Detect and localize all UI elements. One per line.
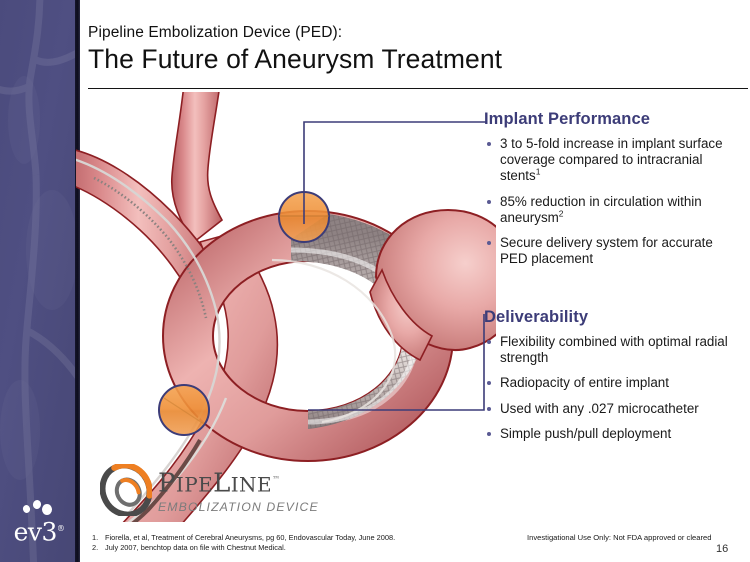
sidebar-edge-divider: [75, 0, 80, 562]
footnote-2: 2. July 2007, benchtop data on file with …: [92, 543, 395, 553]
footnote-ref: 1: [535, 166, 541, 177]
bullet-item: 85% reduction in circulation within aneu…: [484, 194, 742, 226]
ev3-dot-medium: [32, 499, 42, 510]
vessel-main-trunk: [122, 231, 279, 522]
pipeline-name-ine: INE: [230, 472, 272, 497]
magnifier-callout-top[interactable]: [278, 191, 330, 243]
ev3-logo: ev3®: [6, 499, 72, 548]
sidebar-watermark-vessel: [0, 0, 76, 562]
guidewire-coil: [93, 176, 208, 319]
bullet-list-implant-performance: 3 to 5-fold increase in implant surface …: [484, 136, 742, 267]
callout-heading-implant-performance: Implant Performance: [484, 110, 651, 128]
footnote-ref: 2: [558, 208, 564, 219]
sidebar: ev3®: [0, 0, 76, 562]
ev3-wordmark-text: ev3: [13, 517, 58, 547]
footnote-2-number: 2.: [92, 542, 99, 552]
bullet-item: Radiopacity of entire implant: [484, 375, 742, 391]
bullet-list-deliverability: Flexibility combined with optimal radial…: [484, 334, 742, 442]
guidewire: [76, 158, 221, 517]
ev3-registered-mark: ®: [56, 524, 65, 533]
catheter-tip-radiopaque: [131, 438, 202, 522]
footnotes: 1. Fiorella, et al, Treatment of Cerebral…: [92, 533, 395, 552]
title-divider: [88, 88, 748, 89]
bullet-text: Simple push/pull deployment: [500, 425, 672, 441]
page-title: The Future of Aneurysm Treatment: [88, 44, 503, 74]
bullet-item: 3 to 5-fold increase in implant surface …: [484, 136, 742, 185]
footnote-1-text: Fiorella, et al, Treatment of Cerebral A…: [105, 533, 396, 542]
ev3-dots-icon: [6, 499, 72, 516]
pipeline-subtitle: EMBOLIZATION DEVICE: [158, 499, 319, 514]
pipeline-wordmark: PIPELINE™ EMBOLIZATION DEVICE: [158, 466, 319, 514]
page-number: 16: [716, 543, 729, 555]
callout-deliverability: Deliverability Flexibility combined with…: [484, 308, 742, 451]
bullet-text: 3 to 5-fold increase in implant surface …: [500, 136, 723, 184]
ev3-dot-small: [21, 504, 32, 514]
pipeline-logo: PIPELINE™ EMBOLIZATION DEVICE: [100, 462, 330, 518]
pipeline-name-l: L: [213, 468, 231, 499]
bullet-text: Radiopacity of entire implant: [500, 375, 669, 391]
footnote-1: 1. Fiorella, et al, Treatment of Cerebral…: [92, 533, 395, 543]
aneurysm-illustration: [76, 92, 496, 522]
bullet-text: Flexibility combined with optimal radial…: [500, 334, 728, 366]
pipeline-swirl-icon: [100, 464, 152, 516]
pipeline-name-ipe: IPE: [175, 472, 214, 497]
slide-kicker: Pipeline Embolization Device (PED):: [88, 24, 343, 41]
bullet-text: 85% reduction in circulation within aneu…: [500, 193, 702, 225]
ev3-dot-large: [42, 504, 52, 515]
regulatory-disclaimer: Investigational Use Only: Not FDA approv…: [527, 533, 712, 542]
bullet-item: Used with any .027 microcatheter: [484, 401, 742, 417]
bullet-text: Secure delivery system for accurate PED …: [500, 235, 713, 267]
bullet-item: Flexibility combined with optimal radial…: [484, 334, 742, 366]
trademark-icon: ™: [271, 475, 281, 484]
magnifier-callout-bottom[interactable]: [158, 384, 210, 436]
vessel-upper-branch: [170, 92, 224, 244]
pipeline-name-p: P: [158, 468, 176, 499]
callout-implant-performance: Implant Performance 3 to 5-fold increase…: [484, 110, 742, 276]
footnote-1-number: 1.: [92, 533, 99, 542]
ev3-wordmark: ev3®: [6, 516, 72, 544]
bullet-item: Secure delivery system for accurate PED …: [484, 235, 742, 267]
pipeline-name: PIPELINE™: [158, 466, 319, 499]
bullet-item: Simple push/pull deployment: [484, 426, 742, 442]
callout-heading-deliverability: Deliverability: [484, 308, 589, 326]
bullet-text: Used with any .027 microcatheter: [500, 400, 699, 416]
footnote-2-text: July 2007, benchtop data on file with Ch…: [105, 542, 286, 552]
